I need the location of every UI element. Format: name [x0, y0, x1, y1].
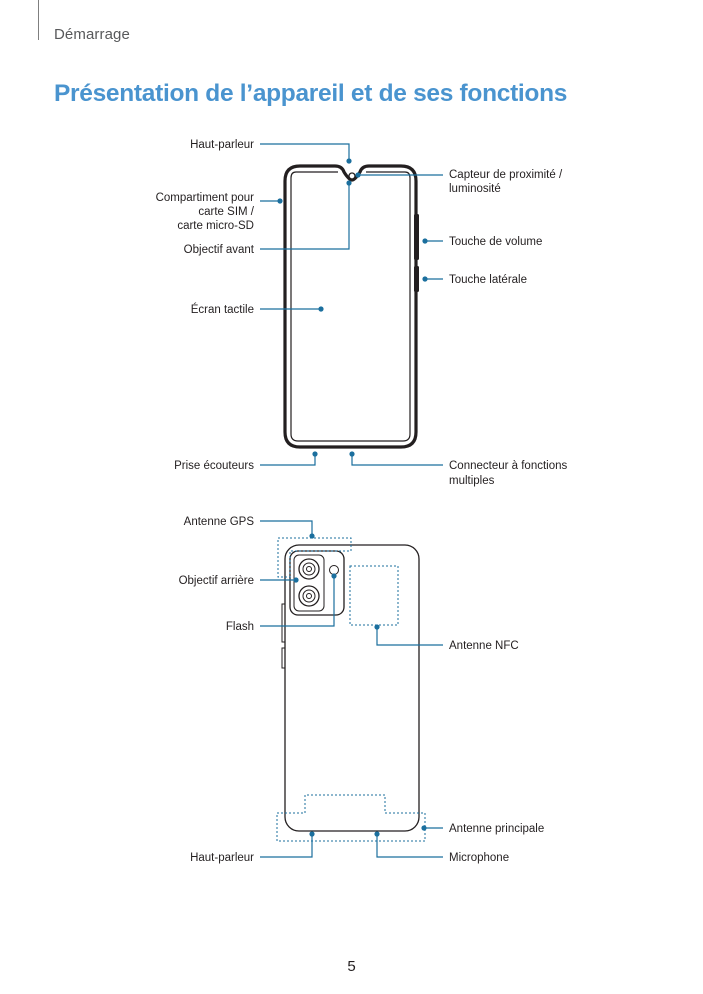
- rear-camera-lens-top-core: [306, 566, 312, 572]
- label-flash: Flash: [226, 621, 254, 633]
- callout-line-gps-antenna: [260, 520, 313, 536]
- callout-line-earphone-jack: [260, 454, 316, 466]
- callout-dot-sim-tray: [277, 198, 283, 204]
- front-callouts: [260, 143, 443, 466]
- front-phone-outline: [283, 164, 418, 449]
- label-nfc-antenna: Antenne NFC: [449, 640, 519, 652]
- label-gps-antenna: Antenne GPS: [184, 516, 255, 528]
- page-heading: Présentation de l’appareil et de ses fon…: [54, 80, 568, 107]
- nfc-antenna-region: [349, 565, 399, 626]
- callout-dot-touchscreen: [318, 306, 324, 312]
- header-rule: [38, 0, 39, 40]
- callout-dot-earphone-jack: [312, 451, 318, 457]
- label-main-antenna: Antenne principale: [449, 823, 544, 835]
- back-phone-outline: [284, 544, 420, 832]
- callout-dot-nfc-antenna: [374, 624, 380, 630]
- callout-dot-side-key: [422, 276, 428, 282]
- label-volume-key: Touche de volume: [449, 236, 542, 248]
- callout-dot-microphone: [374, 831, 380, 837]
- label-front-camera: Objectif avant: [184, 244, 255, 256]
- label-proximity-sensor-line1: Capteur de proximité /: [449, 169, 563, 181]
- back-view: [281, 544, 420, 832]
- rear-camera-lens-top-outer: [298, 558, 320, 580]
- flash-shape: [329, 565, 339, 575]
- callout-line-flash: [260, 576, 335, 627]
- callout-dot-rear-camera: [293, 577, 299, 583]
- callout-dot-front-camera: [346, 180, 352, 186]
- main-antenna-region: [276, 794, 426, 842]
- callout-line-front-camera: [260, 183, 350, 250]
- callout-dot-gps-antenna: [309, 533, 315, 539]
- rear-camera-housing: [293, 554, 325, 612]
- gps-antenna-region: [277, 537, 352, 578]
- label-sim-tray-line2: carte SIM /: [198, 206, 254, 218]
- callout-line-multipurpose-jack: [351, 454, 443, 466]
- callout-dot-volume-key: [422, 238, 428, 244]
- label-speaker-back: Haut-parleur: [190, 852, 254, 864]
- callout-dot-speaker-back: [309, 831, 315, 837]
- antenna-regions: [276, 537, 426, 842]
- callout-line-speaker-front: [260, 143, 350, 161]
- label-sim-tray-line1: Compartiment pour: [156, 192, 255, 204]
- label-earphone-jack: Prise écouteurs: [174, 460, 254, 472]
- label-touchscreen: Écran tactile: [191, 303, 254, 316]
- label-rear-camera: Objectif arrière: [179, 575, 254, 587]
- front-screen-edge: [290, 171, 411, 442]
- label-multipurpose-jack-line1: Connecteur à fonctions: [449, 460, 568, 472]
- callout-dot-flash: [331, 573, 337, 579]
- label-side-key: Touche latérale: [449, 274, 527, 286]
- rear-camera-lens-bottom-outer: [298, 585, 320, 607]
- callout-line-microphone: [376, 834, 443, 858]
- front-camera-lens: [348, 172, 356, 180]
- front-view: [283, 164, 419, 449]
- callout-line-nfc-antenna: [376, 627, 443, 646]
- callout-dot-main-antenna: [421, 825, 427, 831]
- callout-dot-proximity-sensor: [355, 172, 361, 178]
- label-multipurpose-jack-line2: multiples: [449, 475, 495, 487]
- rear-camera-lens-top-inner: [302, 562, 316, 576]
- back-callout-dots: [293, 533, 427, 837]
- callout-dot-speaker-front: [346, 158, 352, 164]
- label-sim-tray-line3: carte micro-SD: [177, 220, 254, 232]
- section-title: Démarrage: [54, 26, 130, 43]
- callout-dot-multipurpose-jack: [349, 451, 355, 457]
- page-number: 5: [347, 958, 356, 975]
- label-proximity-sensor-line2: luminosité: [449, 183, 501, 195]
- rear-camera-lens-bottom-core: [306, 593, 312, 599]
- back-callouts: [260, 520, 443, 858]
- rear-camera-lens-bottom-inner: [302, 589, 316, 603]
- label-microphone: Microphone: [449, 852, 509, 864]
- callout-line-speaker-back: [260, 834, 313, 858]
- rear-camera-module: [289, 550, 345, 616]
- front-callout-dots: [277, 158, 428, 457]
- label-speaker-front: Haut-parleur: [190, 139, 254, 151]
